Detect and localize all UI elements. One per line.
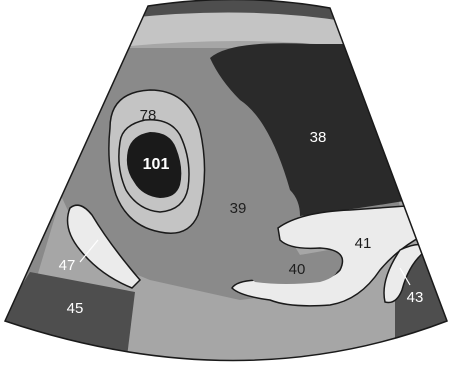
label-101: 101 — [143, 156, 170, 173]
label-45: 45 — [67, 300, 84, 317]
label-39: 39 — [230, 200, 247, 217]
label-78: 78 — [140, 107, 157, 124]
label-41: 41 — [355, 235, 372, 252]
label-43: 43 — [407, 289, 424, 306]
label-38: 38 — [310, 129, 327, 146]
label-47: 47 — [59, 257, 76, 274]
label-40: 40 — [289, 261, 306, 278]
